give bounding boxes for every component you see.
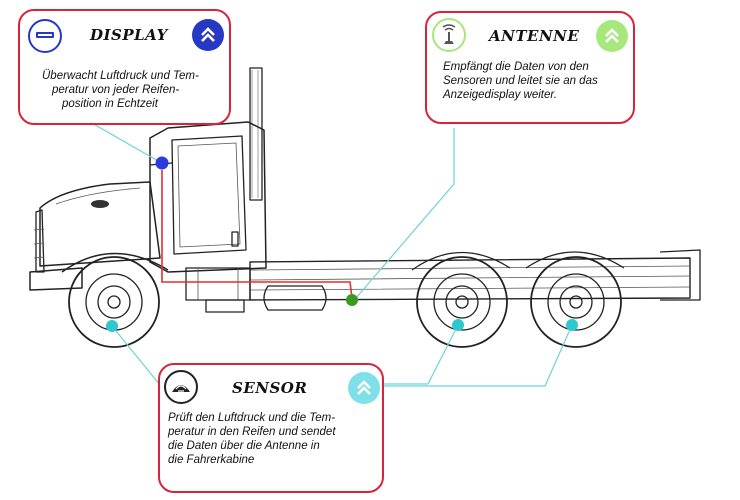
display-title: DISPLAY	[90, 26, 168, 44]
front-wheel	[68, 256, 160, 348]
fuel-tank	[185, 267, 251, 301]
sensor-callout: SENSOR Prüft den Luftdruck und die Tem- …	[158, 363, 384, 493]
display-marker[interactable]	[155, 156, 169, 170]
front-wheel-sensor-marker[interactable]	[106, 320, 118, 332]
sensor-icon	[164, 370, 198, 404]
hood	[39, 181, 161, 267]
display-icon	[28, 19, 62, 53]
antenne-title: ANTENNE	[489, 27, 580, 45]
antenna-icon	[432, 18, 466, 52]
rear-wheel-1	[416, 256, 508, 348]
display-callout: DISPLAY Überwacht Luftdruck und Tem- per…	[18, 9, 231, 125]
antenne-description: Empfängt die Daten von den Sensoren und …	[443, 61, 598, 101]
sensor-title: SENSOR	[232, 379, 308, 397]
bumper	[29, 267, 83, 291]
front-fender	[61, 252, 169, 273]
display-description: Überwacht Luftdruck und Tem- peratur von…	[42, 70, 199, 110]
rear-wheel-1-sensor-marker[interactable]	[452, 319, 464, 331]
cab	[149, 121, 267, 273]
grille	[35, 209, 45, 273]
antenna-marker[interactable]	[346, 294, 358, 306]
rear-wheel-2	[530, 256, 622, 348]
display-chevron-icon[interactable]	[192, 19, 224, 51]
antenne-callout: ANTENNE Empfängt die Daten von den Senso…	[425, 11, 635, 124]
exhaust-stack	[249, 67, 263, 201]
sensor-description: Prüft den Luftdruck und die Tem- peratur…	[168, 412, 336, 466]
rear-wheel-2-sensor-marker[interactable]	[566, 319, 578, 331]
sensor-wiring	[161, 170, 353, 299]
connector-lines	[89, 121, 573, 387]
sensor-chevron-icon[interactable]	[348, 372, 380, 404]
antenne-chevron-icon[interactable]	[596, 20, 628, 52]
